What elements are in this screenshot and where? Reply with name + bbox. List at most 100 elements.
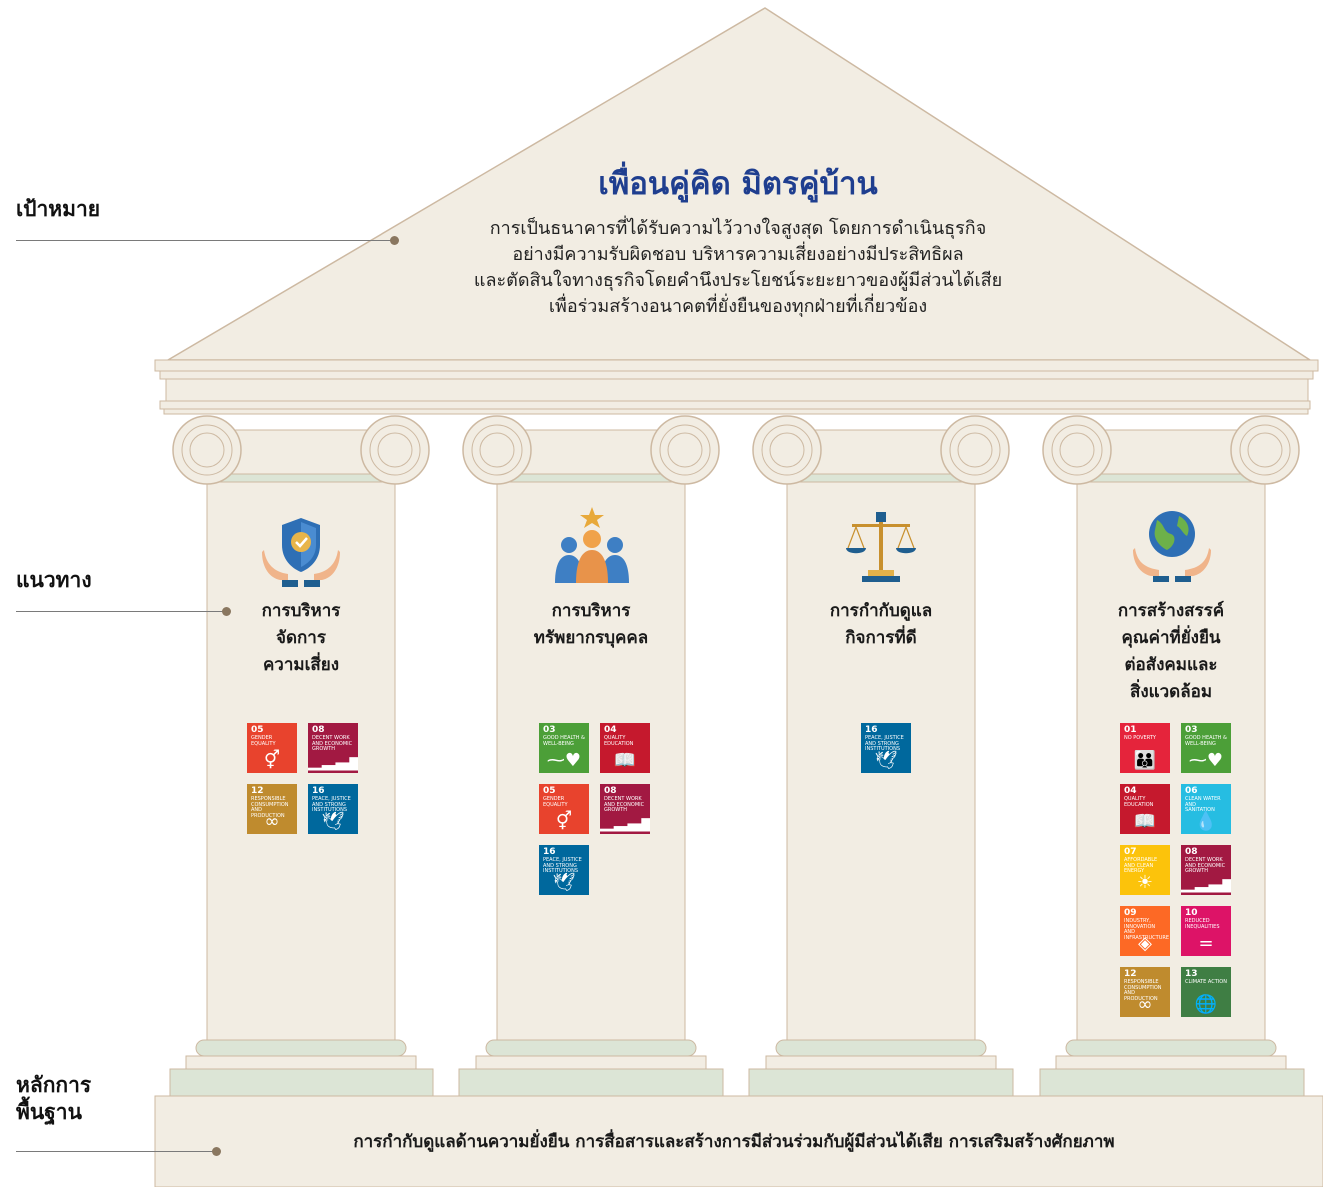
sdg-12-icon: ∞ [264,811,280,832]
sdg-01-icon: 👪 [1133,750,1157,771]
sdg-label: DECENT WORK AND ECONOMIC GROWTH [1185,857,1226,874]
sdg-number: 16 [865,725,878,735]
goal-line: และตัดสินใจทางธุรกิจโดยคำนึงประโยชน์ระยะ… [473,270,1003,291]
architrave-lower [163,408,1309,415]
sdg-number: 12 [1124,969,1137,979]
pillar-title-line: การสร้างสรรค์ [1117,601,1225,621]
foundation-pointer-dot [212,1147,221,1156]
pillar-title-line: การกำกับดูแล [829,601,933,621]
pillar-2-title: การบริหาร ทรัพยากรบุคคล [496,598,686,652]
sdg-08-icon: ▁▂▃▅▇ [600,811,650,832]
sdg-label: GENDER EQUALITY [251,735,276,747]
pillar-title-line: การบริหาร [551,601,631,621]
sdg-number: 04 [604,725,617,735]
sdg-label: PEACE, JUSTICE AND STRONG INSTITUTIONS [543,857,582,874]
scales-icon [846,512,916,582]
globe-in-hands-icon [1133,511,1211,582]
pillar-title-line: คุณค่าที่ยั่งยืน [1121,628,1221,648]
people-star-icon [555,507,629,583]
sdg-number: 07 [1124,847,1137,857]
sdg-number: 12 [251,786,264,796]
goal-pointer-dot [390,236,399,245]
goal-line: เพื่อร่วมสร้างอนาคตที่ยั่งยืนของทุกฝ่ายท… [548,296,928,317]
sdg-number: 03 [543,725,556,735]
sdg-03-icon: ⁓♥ [1188,750,1224,771]
sdg-label: PEACE, JUSTICE AND STRONG INSTITUTIONS [865,735,904,752]
sdg-label: NO POVERTY [1124,735,1156,741]
foundation-label: หลักการ พื้นฐาน [16,1072,91,1127]
sdg-number: 08 [1185,847,1198,857]
sdg-13-icon: 🌐 [1194,994,1218,1015]
goal-description: การเป็นธนาคารที่ได้รับความไว้วางใจสูงสุด… [400,216,1076,320]
shield-in-hands-icon [262,518,340,587]
sdg-label: RESPONSIBLE CONSUMPTION AND PRODUCTION [251,796,289,819]
sdg-label: GENDER EQUALITY [543,796,568,808]
approach-pointer-line [16,611,226,612]
sdg-number: 08 [312,725,325,735]
foundation-pointer-line [16,1151,216,1152]
pillar-title-line: ความเสี่ยง [262,655,340,675]
sdg-label: CLIMATE ACTION [1185,979,1227,985]
sdg-10-icon: = [1198,933,1214,954]
sdg-number: 16 [312,786,325,796]
sdg-label: CLEAN WATER AND SANITATION [1185,796,1221,813]
approach-pointer-dot [222,607,231,616]
pillar-3-title: การกำกับดูแล กิจการที่ดี [786,598,976,652]
pillar-1 [169,415,434,1097]
sdg-number: 16 [543,847,556,857]
sdg-number: 04 [1124,786,1137,796]
foundation-base [154,1095,1323,1187]
pillar-title-line: การบริหาร [261,601,341,621]
sdg-16-icon: 🕊 [552,872,576,893]
sdg-label: INDUSTRY, INNOVATION AND INFRASTRUCTURE [1124,918,1169,941]
sdg-number: 10 [1185,908,1198,918]
pillar-title-line: กิจการที่ดี [845,628,917,648]
pillar-title-line: จัดการ [276,628,326,648]
cornice [154,359,1319,372]
sdg-05-icon: ⚥ [555,811,573,832]
sdg-07-icon: ☀ [1136,872,1154,893]
cornice-lower [159,370,1314,380]
pillar-1-title: การบริหาร จัดการ ความเสี่ยง [206,598,396,679]
goal-line: อย่างมีความรับผิดชอบ บริหารความเสี่ยงอย่… [512,244,964,265]
goal-line: การเป็นธนาคารที่ได้รับความไว้วางใจสูงสุด… [489,218,987,239]
foundation-label-line2: พื้นฐาน [16,1100,82,1125]
sdg-06-icon: 💧 [1194,811,1218,832]
frieze [165,378,1309,402]
sdg-number: 08 [604,786,617,796]
sdg-number: 13 [1185,969,1198,979]
sdg-label: QUALITY EDUCATION [604,735,634,747]
architrave [159,400,1311,410]
pillar-title-line: สิ่งแวดล้อม [1129,682,1213,702]
sdg-label: RESPONSIBLE CONSUMPTION AND PRODUCTION [1124,979,1162,1002]
pillar-4-title: การสร้างสรรค์ คุณค่าที่ยั่งยืน ต่อสังคมแ… [1076,598,1266,706]
sdg-label: REDUCED INEQUALITIES [1185,918,1220,930]
foundation-label-line1: หลักการ [16,1073,92,1097]
sdg-number: 09 [1124,908,1137,918]
sdg-12-icon: ∞ [1137,994,1153,1015]
sdg-label: GOOD HEALTH & WELL-BEING [543,735,585,747]
goal-pointer-line [16,240,394,241]
sdg-number: 05 [251,725,264,735]
sdg-label: QUALITY EDUCATION [1124,796,1154,808]
sdg-label: GOOD HEALTH & WELL-BEING [1185,735,1227,747]
sdg-number: 01 [1124,725,1137,735]
sdg-04-icon: 📖 [613,750,637,771]
